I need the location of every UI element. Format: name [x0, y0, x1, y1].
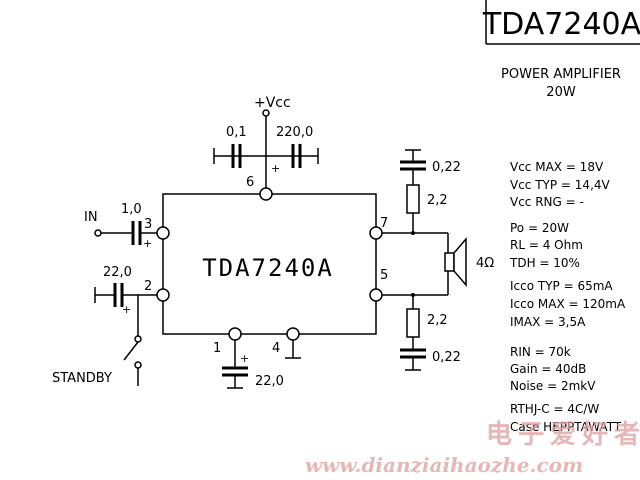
standby-switch-top [134, 335, 142, 343]
cap-bot-label: 0,22 [432, 350, 461, 365]
speaker-label: 4Ω [476, 256, 494, 271]
pin-4 [286, 327, 300, 341]
speaker-icon [444, 236, 467, 288]
pin-5 [369, 288, 383, 302]
pin-5-label: 5 [380, 268, 388, 283]
watermark-chinese: 电子爱好者 [486, 420, 640, 450]
input-label: IN [84, 210, 98, 225]
pin-2 [156, 288, 170, 302]
standby-label: STANDBY [52, 371, 112, 386]
vcc-terminal [262, 109, 270, 117]
cap-in-label: 1,0 [121, 202, 142, 217]
cap-sb-label: 22,0 [103, 265, 132, 280]
cap-0-1-label: 0,1 [226, 125, 247, 140]
cap-pin1-plus: + [240, 352, 249, 365]
spec-tdh: TDH = 10% [509, 256, 580, 270]
chip-label: TDA7240A [202, 254, 334, 282]
spec-vcc-typ: Vcc TYP = 14,4V [510, 178, 611, 192]
pin-6-label: 6 [246, 175, 254, 190]
title: TDA7240A [482, 7, 640, 42]
spec-vcc-rng: Vcc RNG = - [510, 195, 584, 209]
spec-rl: RL = 4 Ohm [510, 238, 583, 252]
cap-220-label: 220,0 [276, 125, 313, 140]
resistor-top [406, 184, 420, 214]
spec-list: Vcc MAX = 18V Vcc TYP = 14,4V Vcc RNG = … [509, 160, 626, 434]
cap-220-plus: + [271, 162, 280, 175]
pin-1 [228, 327, 242, 341]
pin-7-label: 7 [380, 216, 388, 231]
pin-2-label: 2 [144, 279, 152, 294]
input-terminal [94, 229, 102, 237]
spec-po: Po = 20W [510, 221, 569, 235]
pin-3-label: 3 [144, 217, 152, 232]
standby-switch-bottom [134, 361, 142, 369]
pin-1-label: 1 [213, 341, 221, 356]
spec-rthj: RTHJ-C = 4C/W [510, 402, 599, 416]
spec-icco-max: Icco MAX = 120mA [510, 297, 626, 311]
spec-noise: Noise = 2mkV [510, 379, 596, 393]
spec-imax: IMAX = 3,5A [510, 315, 586, 329]
cap-top-label: 0,22 [432, 160, 461, 175]
spec-gain: Gain = 40dB [510, 362, 586, 376]
pin-4-label: 4 [272, 341, 280, 356]
title-block: TDA7240A [482, 0, 640, 45]
cap-sb-plus: + [122, 303, 131, 316]
pin-6 [259, 187, 273, 201]
spec-case: Case HEPPTAWATT [510, 420, 622, 434]
standby-switch-blade[interactable] [123, 341, 139, 361]
subtitle-line2: 20W [546, 85, 576, 100]
resistor-top-label: 2,2 [427, 193, 448, 208]
spec-vcc-max: Vcc MAX = 18V [510, 160, 604, 174]
resistor-bottom-label: 2,2 [427, 313, 448, 328]
resistor-bottom [406, 308, 420, 338]
spec-rin: RIN = 70k [510, 345, 571, 359]
pin-3 [156, 226, 170, 240]
supply-label: +Vcc [254, 95, 291, 111]
subtitle-line1: POWER AMPLIFIER [501, 67, 621, 82]
spec-icco-typ: Icco TYP = 65mA [510, 279, 613, 293]
cap-pin1-label: 22,0 [255, 374, 284, 389]
watermark-url: www.dianziaihaozhe.com [305, 453, 583, 477]
cap-in-plus: + [143, 237, 152, 250]
